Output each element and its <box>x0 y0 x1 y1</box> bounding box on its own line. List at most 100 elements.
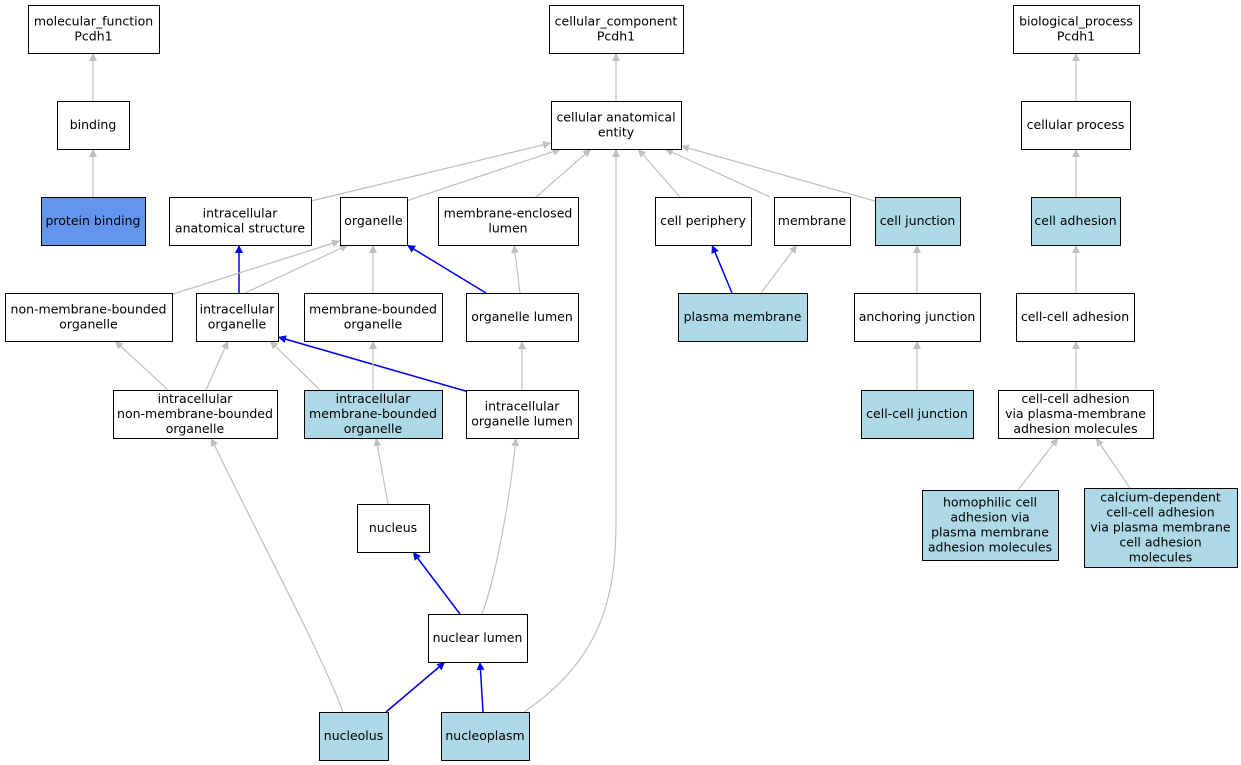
node-label-line: adhesion via <box>950 510 1029 525</box>
node-ol[interactable]: organelle lumen <box>466 293 579 342</box>
node-label-line: biological_process <box>1019 14 1133 29</box>
edge-nucleolus-to-nl <box>385 661 446 713</box>
node-box <box>1013 5 1140 54</box>
node-box <box>551 101 682 150</box>
node-label-line: Pcdh1 <box>1057 29 1095 44</box>
edge-nucleoplasm-to-cae <box>523 149 620 713</box>
node-box <box>655 197 752 246</box>
node-cproc[interactable]: cellular process <box>1021 101 1131 150</box>
node-nucleus[interactable]: nucleus <box>357 504 430 553</box>
edge-nucleolus-to-inmbo <box>210 437 344 713</box>
node-label-line: via plasma membrane <box>1090 520 1231 535</box>
node-box <box>441 712 530 761</box>
edge-io-to-organelle <box>244 244 349 294</box>
node-label-line: binding <box>70 117 117 132</box>
node-label-line: cellular anatomical <box>556 110 675 125</box>
node-nl[interactable]: nuclear lumen <box>428 614 528 663</box>
edge-nucleus-to-imbo <box>373 437 389 505</box>
node-label-line: lumen <box>488 221 527 236</box>
edges-layer <box>89 53 1131 713</box>
node-box <box>875 197 961 246</box>
node-label-line: organelle <box>166 421 225 436</box>
node-box <box>196 293 279 342</box>
node-label-line: nuclear lumen <box>433 630 523 645</box>
node-inmbo[interactable]: intracellularnon-membrane-boundedorganel… <box>113 390 278 439</box>
edge-mel-to-cae <box>535 148 592 198</box>
node-box <box>438 197 579 246</box>
edge-nmbo-to-organelle <box>169 239 341 296</box>
node-box <box>169 197 312 246</box>
node-nucleoplasm[interactable]: nucleoplasm <box>441 712 530 761</box>
node-organelle[interactable]: organelle <box>340 197 408 246</box>
node-pm[interactable]: plasma membrane <box>678 293 808 342</box>
edge-inmbo-to-nmbo <box>114 340 169 391</box>
node-cp[interactable]: cell periphery <box>655 197 752 246</box>
node-label-line: cellular process <box>1027 117 1125 132</box>
node-box <box>304 293 443 342</box>
node-box <box>922 490 1059 561</box>
node-label-line: plasma membrane <box>684 309 802 324</box>
node-membrane[interactable]: membrane <box>774 197 851 246</box>
node-box <box>774 197 851 246</box>
node-label-line: organelle <box>344 213 403 228</box>
node-box <box>5 293 173 342</box>
node-cj[interactable]: cell junction <box>875 197 961 246</box>
edge-homo-to-ccapm <box>1014 437 1059 495</box>
node-label-line: calcium-dependent <box>1100 490 1221 505</box>
node-box <box>304 390 443 439</box>
node-label-line: cell adhesion <box>1034 213 1116 228</box>
node-box <box>854 293 981 342</box>
edge-organelle-to-cae <box>405 147 562 202</box>
edge-membrane-to-cae <box>664 148 771 198</box>
node-box <box>1016 293 1135 342</box>
node-box <box>466 293 579 342</box>
node-aj[interactable]: anchoring junction <box>854 293 981 342</box>
node-label-line: organelle <box>344 317 403 332</box>
node-label-line: Pcdh1 <box>74 29 112 44</box>
node-label-line: organelle lumen <box>471 414 573 429</box>
node-cadh[interactable]: cell adhesion <box>1031 197 1121 246</box>
node-label-line: cell junction <box>880 213 956 228</box>
node-box <box>998 390 1154 439</box>
edge-cp-to-cae <box>637 148 681 198</box>
node-box <box>357 504 430 553</box>
node-protein-binding[interactable]: protein binding <box>41 197 146 246</box>
node-box <box>28 5 160 54</box>
edge-calc-to-ccapm <box>1095 437 1131 489</box>
node-label-line: plasma membrane <box>931 525 1049 540</box>
edge-nl-to-nucleus <box>412 551 461 615</box>
node-binding[interactable]: binding <box>57 101 130 150</box>
node-nucleolus[interactable]: nucleolus <box>319 712 389 761</box>
node-ccj[interactable]: cell-cell junction <box>861 390 974 439</box>
node-ccadh[interactable]: cell-cell adhesion <box>1016 293 1135 342</box>
edge-imbo-to-io <box>269 340 321 391</box>
edge-nl-to-iol <box>481 437 520 615</box>
node-label-line: protein binding <box>45 213 140 228</box>
node-label-line: membrane-bounded <box>309 406 437 421</box>
node-label-line: cell-cell adhesion <box>1021 391 1129 406</box>
node-label-line: intracellular <box>158 391 234 406</box>
node-label-line: organelle <box>344 421 403 436</box>
edge-ol-to-organelle <box>406 244 487 294</box>
node-label-line: intracellular <box>200 302 276 317</box>
node-box <box>428 614 528 663</box>
node-label-line: intracellular <box>485 399 561 414</box>
node-label-line: anatomical structure <box>175 221 305 236</box>
node-label-line: membrane <box>778 213 847 228</box>
node-label-line: Pcdh1 <box>597 29 635 44</box>
